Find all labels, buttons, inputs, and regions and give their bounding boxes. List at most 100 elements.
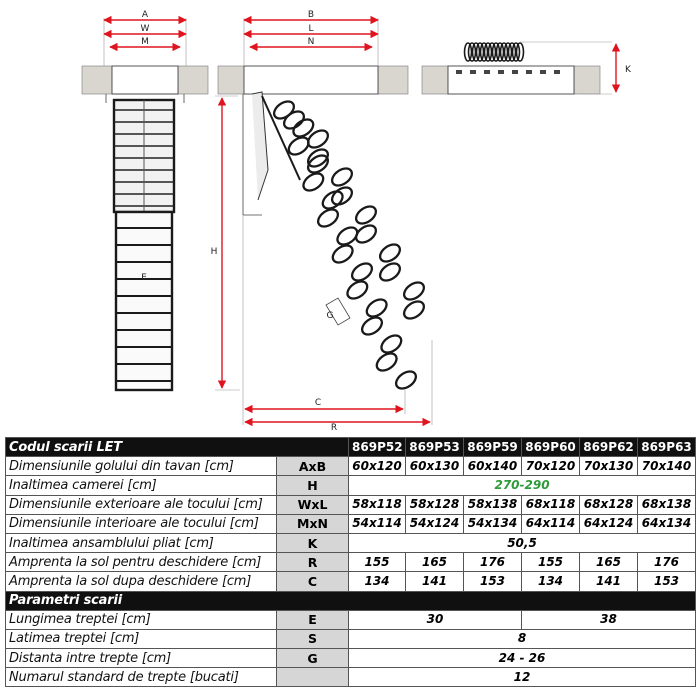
scissor-link-back	[402, 300, 426, 320]
scissor-link-front	[350, 262, 374, 282]
row-symbol: K	[275, 532, 350, 554]
row-symbol: WxL	[275, 494, 350, 515]
row-label: Inaltimea camerei [cm]	[5, 475, 277, 496]
row-value: 165	[579, 552, 639, 573]
row-value: 54x134	[463, 513, 523, 534]
label-l: L	[308, 24, 313, 34]
table-row: Dimensiunile exterioare ale tocului [cm]…	[5, 494, 697, 515]
ladder-technical-drawing: A W M E B L N H	[81, 10, 632, 432]
row-label: Inaltimea ansamblului pliat [cm]	[5, 532, 277, 554]
frame-hole	[554, 70, 560, 74]
row-value: 165	[405, 552, 465, 573]
label-h: H	[211, 247, 218, 257]
row-label: Numarul standard de trepte [bucati]	[5, 667, 277, 688]
coil-loop	[515, 42, 525, 62]
model-code: 869P62	[579, 436, 639, 458]
row-symbol: MxN	[275, 513, 350, 534]
scissor-link-front	[321, 190, 344, 210]
label-m: M	[141, 37, 149, 47]
row-value: 68x118	[521, 494, 581, 515]
frame-hole	[526, 70, 532, 74]
row-value: 141	[579, 571, 639, 592]
row-value: 270-290	[348, 475, 697, 496]
label-e: E	[141, 273, 147, 283]
row-value: 30	[348, 609, 523, 630]
coil-loop	[507, 42, 517, 62]
coil-loop	[479, 42, 489, 62]
scissor-link-front	[316, 208, 340, 228]
coil-loop	[463, 42, 473, 62]
frame-hole	[484, 70, 490, 74]
scissor-link-back	[306, 148, 330, 168]
label-g: G	[327, 311, 334, 321]
scissor-link-back	[354, 224, 378, 244]
label-b: B	[308, 10, 314, 20]
row-symbol	[275, 667, 350, 688]
row-value: 68x128	[579, 494, 639, 515]
row-value: 70x120	[521, 456, 581, 477]
row-value: 58x128	[405, 494, 465, 515]
row-value: 155	[348, 552, 407, 573]
row-symbol: R	[275, 552, 350, 573]
row-value: 60x120	[348, 456, 407, 477]
row-symbol: C	[275, 571, 350, 592]
front-view: A W M E	[81, 10, 209, 392]
scissor-link-front	[360, 316, 384, 336]
scissor-link-front	[375, 352, 398, 372]
scissor-link-back	[330, 167, 354, 187]
coil-loop	[471, 42, 481, 62]
row-value: 141	[405, 571, 465, 592]
row-label: Latimea treptei [cm]	[5, 628, 277, 650]
scissor-link-back	[402, 281, 426, 301]
model-code: 869P60	[521, 436, 581, 458]
label-k: K	[625, 65, 632, 75]
coil-loop	[495, 42, 505, 62]
row-value: 64x124	[579, 513, 639, 534]
label-n: N	[308, 37, 315, 47]
frame-hole	[470, 70, 476, 74]
scissor-link-back	[282, 110, 306, 130]
row-label: Dimensiunile exterioare ale tocului [cm]	[5, 494, 277, 515]
row-value: 68x138	[637, 494, 697, 515]
table-row: Dimensiunile interioare ale tocului [cm]…	[5, 513, 697, 534]
row-symbol: G	[275, 648, 350, 669]
side-view: B L N H C R G	[211, 10, 433, 432]
row-value: 153	[463, 571, 523, 592]
row-value: 176	[463, 552, 523, 573]
label-w: W	[141, 24, 150, 34]
coil-loop	[491, 42, 501, 62]
scissor-link-front	[302, 172, 325, 192]
row-value: 58x118	[348, 494, 407, 515]
scissor-link-back	[354, 205, 378, 225]
coil-loop	[511, 42, 521, 62]
frame-hole	[498, 70, 504, 74]
row-label: Amprenta la sol dupa deschidere [cm]	[5, 571, 277, 592]
row-value: 54x114	[348, 513, 407, 534]
row-value: 155	[521, 552, 581, 573]
frame-hole	[456, 70, 462, 74]
row-symbol: AxB	[275, 456, 350, 477]
scissor-link-front	[394, 370, 418, 390]
row-value: 70x140	[637, 456, 697, 477]
table-title: Codul scarii LET	[4, 436, 350, 458]
coil-loop	[499, 42, 509, 62]
row-value: 24 - 26	[348, 648, 697, 669]
row-value: 8	[348, 628, 697, 650]
scissor-link-back	[378, 262, 402, 282]
row-value: 60x130	[405, 456, 465, 477]
row-value: 64x114	[521, 513, 581, 534]
row-value: 38	[521, 609, 697, 630]
row-label: Dimensiunile golului din tavan [cm]	[5, 456, 277, 477]
coil-loop	[475, 42, 485, 62]
row-symbol: S	[275, 628, 350, 650]
coil-loop	[503, 42, 513, 62]
frame-hole	[540, 70, 546, 74]
label-a: A	[142, 10, 149, 20]
scissor-link-back	[306, 129, 330, 149]
model-code: 869P63	[637, 436, 697, 458]
